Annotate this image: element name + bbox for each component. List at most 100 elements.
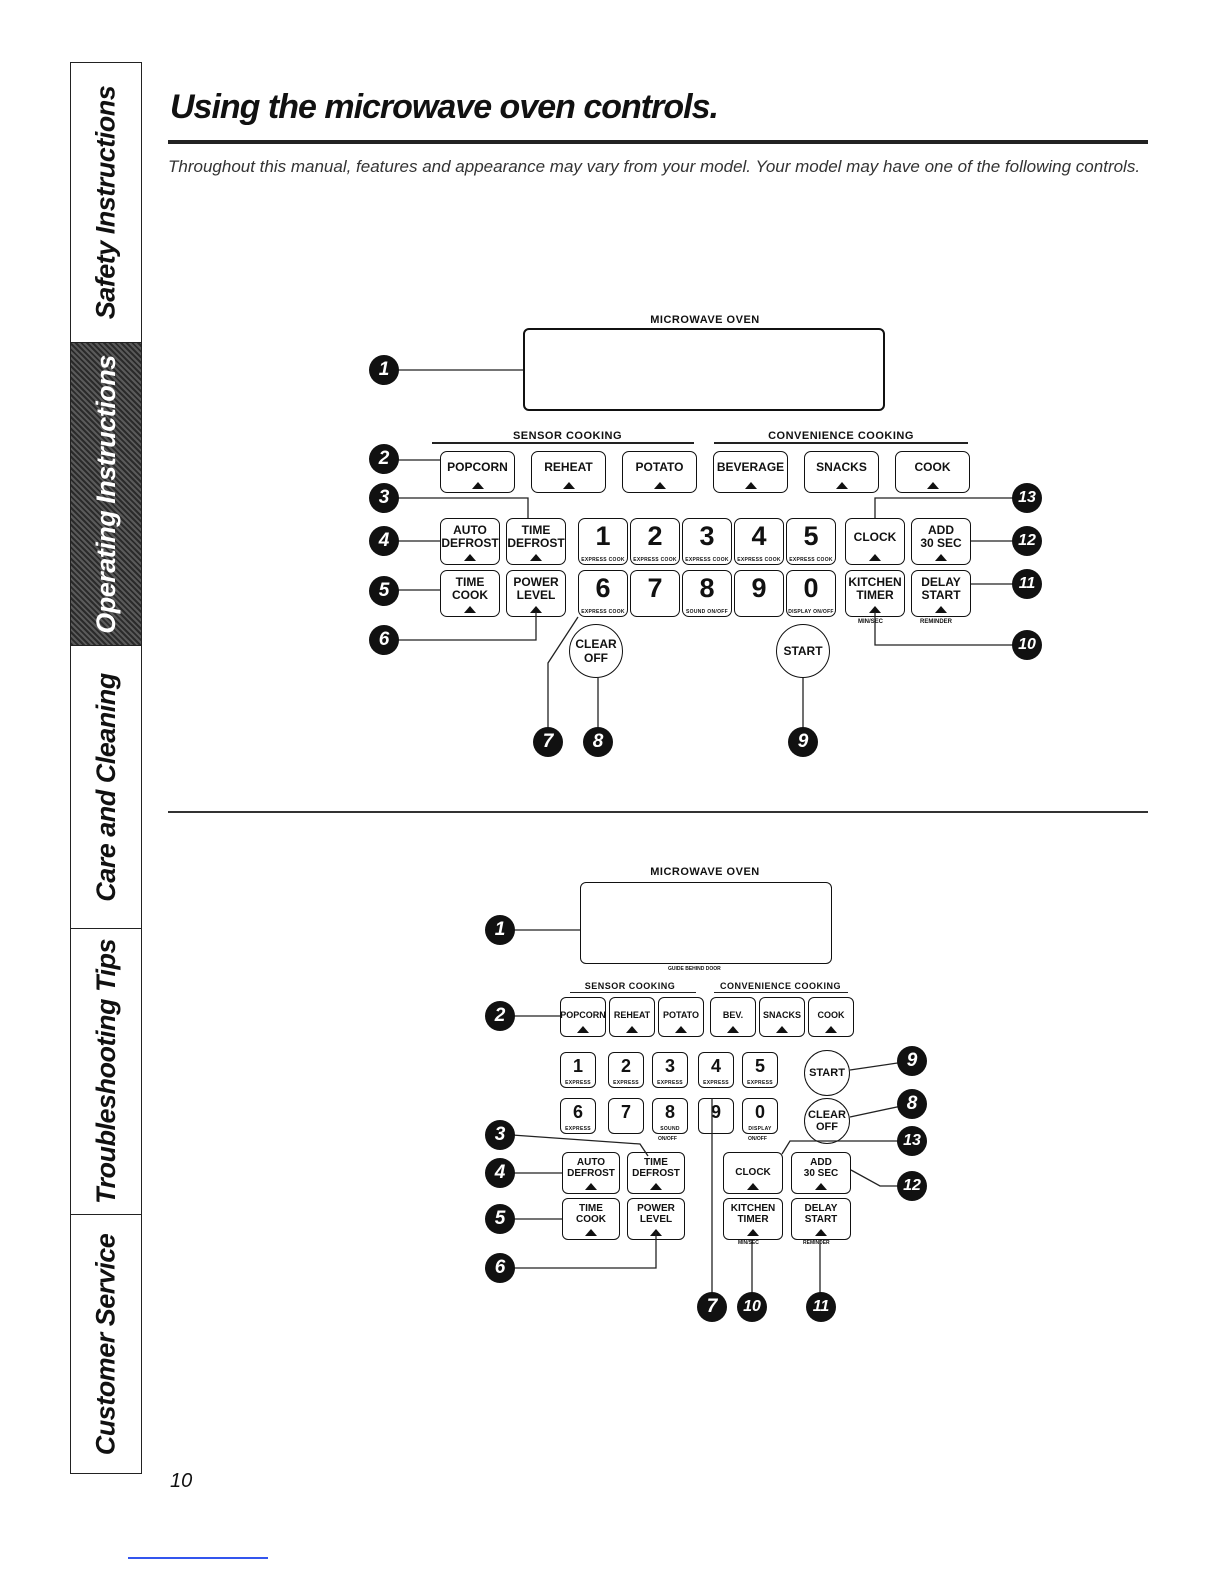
convenience-bracket xyxy=(714,442,968,444)
arrow-up-icon xyxy=(935,606,947,613)
cook-button[interactable]: COOK xyxy=(895,451,970,493)
button-label: 4 xyxy=(751,521,767,551)
number-9-button[interactable]: 9 xyxy=(734,570,784,617)
reminder-label: REMINDER xyxy=(803,1240,830,1246)
delay-start-button[interactable]: DELAY START xyxy=(911,570,971,617)
button-label: 9 xyxy=(710,1102,721,1122)
add-30-sec-button[interactable]: ADD 30 SEC xyxy=(911,518,971,565)
tab-troubleshooting-tips[interactable]: Troubleshooting Tips xyxy=(71,929,141,1215)
display-label: MICROWAVE OVEN xyxy=(650,866,760,878)
callout-10: 10 xyxy=(1012,630,1042,660)
popcorn-button[interactable]: POPCORN xyxy=(560,997,606,1037)
clear-off-button[interactable]: CLEAR OFF xyxy=(804,1098,850,1144)
number-7-button[interactable]: 7 xyxy=(608,1098,644,1134)
auto-defrost-button[interactable]: AUTO DEFROST xyxy=(562,1152,620,1194)
start-button[interactable]: START xyxy=(804,1050,850,1096)
potato-button[interactable]: POTATO xyxy=(658,997,704,1037)
button-sublabel: EXPRESS xyxy=(613,1080,639,1086)
kitchen-timer-button[interactable]: KITCHEN TIMER xyxy=(723,1198,783,1240)
tab-operating-instructions[interactable]: Operating Instructions xyxy=(71,343,141,646)
arrow-up-icon xyxy=(869,554,881,561)
sensor-cooking-label: SENSOR COOKING xyxy=(512,430,623,442)
arrow-up-icon xyxy=(747,1183,759,1190)
button-label: POTATO xyxy=(663,1010,699,1020)
button-sublabel: DISPLAY ON/OFF xyxy=(788,609,834,615)
time-defrost-button[interactable]: TIME DEFROST xyxy=(627,1152,685,1194)
number-9-button[interactable]: 9 xyxy=(698,1098,734,1134)
button-label: TIME COOK xyxy=(452,575,488,602)
time-defrost-button[interactable]: TIME DEFROST xyxy=(506,518,566,565)
callout-7: 7 xyxy=(697,1292,727,1322)
bev-button[interactable]: BEV. xyxy=(710,997,756,1037)
callout-12: 12 xyxy=(897,1171,927,1201)
arrow-up-icon xyxy=(926,482,939,489)
delay-start-button[interactable]: DELAY START xyxy=(791,1198,851,1240)
auto-defrost-button[interactable]: AUTO DEFROST xyxy=(440,518,500,565)
footer-rule xyxy=(128,1557,268,1559)
snacks-button[interactable]: SNACKS xyxy=(804,451,879,493)
sound-on-off-label: ON/OFF xyxy=(658,1136,677,1142)
button-label: POPCORN xyxy=(560,1010,606,1020)
button-label: 7 xyxy=(620,1102,631,1122)
clock-button[interactable]: CLOCK xyxy=(845,518,905,565)
tab-safety-instructions[interactable]: Safety Instructions xyxy=(71,63,141,343)
snacks-button[interactable]: SNACKS xyxy=(759,997,805,1037)
callout-5: 5 xyxy=(369,576,399,606)
time-cook-button[interactable]: TIME COOK xyxy=(562,1198,620,1240)
start-button[interactable]: START xyxy=(776,624,830,678)
callout-11: 11 xyxy=(806,1292,836,1322)
button-label: REHEAT xyxy=(613,1010,651,1020)
sensor-bracket xyxy=(570,992,696,993)
number-7-button[interactable]: 7 xyxy=(630,570,680,617)
arrow-up-icon xyxy=(825,1026,837,1033)
min-sec-label: MIN/SEC xyxy=(858,619,884,625)
beverage-button[interactable]: BEVERAGE xyxy=(713,451,788,493)
button-sublabel: EXPRESS COOK xyxy=(685,557,729,563)
clear-off-button[interactable]: CLEAR OFF xyxy=(569,624,623,678)
add-30-sec-button[interactable]: ADD 30 SEC xyxy=(791,1152,851,1194)
tab-care-and-cleaning[interactable]: Care and Cleaning xyxy=(71,646,141,929)
button-sublabel: EXPRESS xyxy=(657,1080,683,1086)
button-label: 0 xyxy=(803,573,819,603)
button-sublabel: EXPRESS COOK xyxy=(581,557,625,563)
page-number: 10 xyxy=(170,1470,193,1492)
arrow-up-icon xyxy=(577,1026,589,1033)
button-label: AUTO DEFROST xyxy=(567,1157,615,1179)
time-cook-button[interactable]: TIME COOK xyxy=(440,570,500,617)
callout-6: 6 xyxy=(369,625,399,655)
power-level-button[interactable]: POWER LEVEL xyxy=(506,570,566,617)
callout-13: 13 xyxy=(897,1126,927,1156)
reheat-button[interactable]: REHEAT xyxy=(531,451,606,493)
arrow-up-icon xyxy=(464,554,476,561)
sensor-bracket xyxy=(432,442,694,444)
callout-9: 9 xyxy=(897,1046,927,1076)
potato-button[interactable]: POTATO xyxy=(622,451,697,493)
reminder-label: REMINDER xyxy=(920,619,953,625)
reheat-button[interactable]: REHEAT xyxy=(609,997,655,1037)
callout-2: 2 xyxy=(485,1001,515,1031)
clock-button[interactable]: CLOCK xyxy=(723,1152,783,1194)
callout-4: 4 xyxy=(485,1158,515,1188)
button-label: 8 xyxy=(664,1102,675,1122)
cook-button[interactable]: COOK xyxy=(808,997,854,1037)
arrow-up-icon xyxy=(471,482,484,489)
popcorn-button[interactable]: POPCORN xyxy=(440,451,515,493)
arrow-up-icon xyxy=(815,1229,827,1236)
callout-2: 2 xyxy=(369,444,399,474)
